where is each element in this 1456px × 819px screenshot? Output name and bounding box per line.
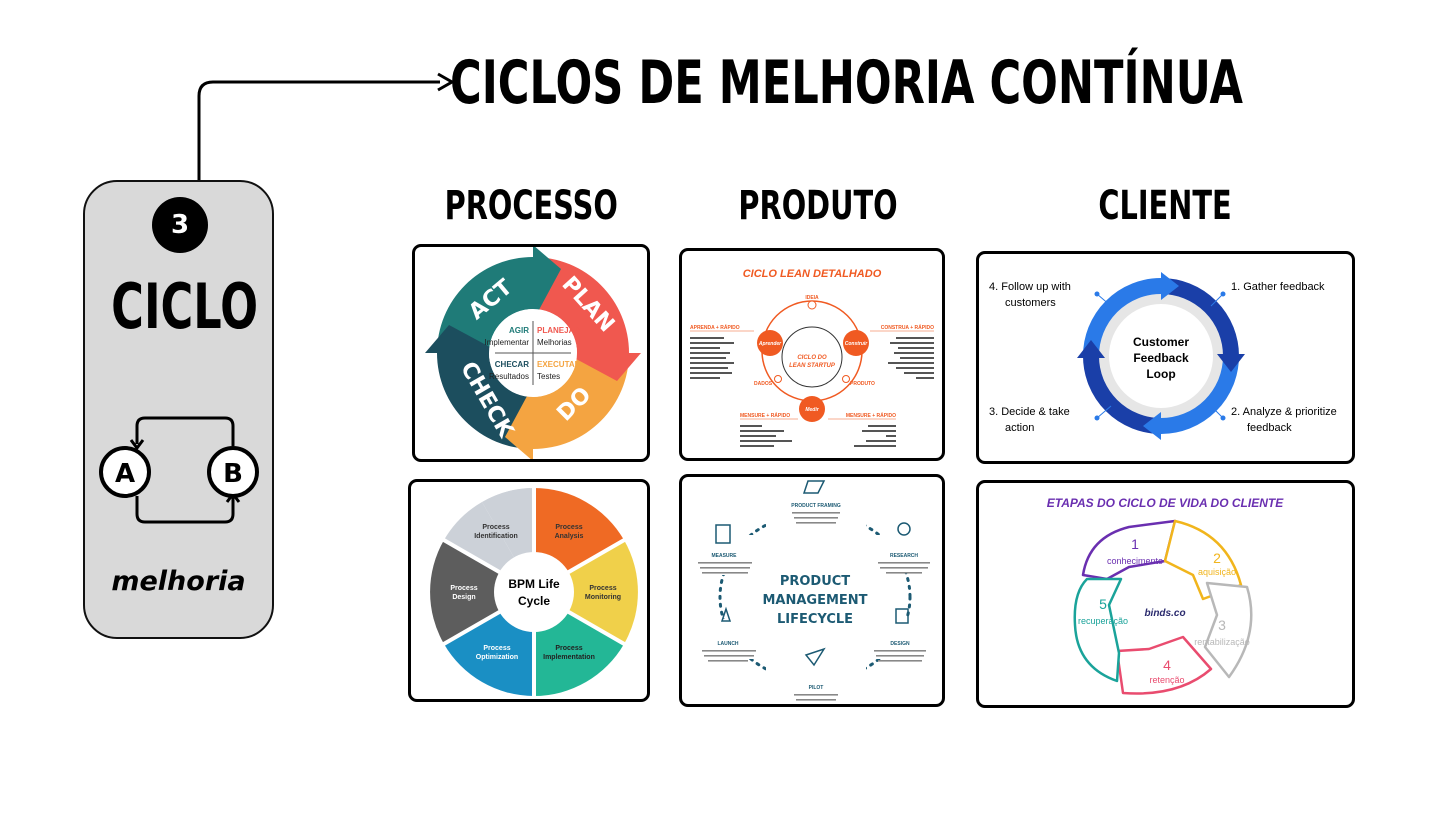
svg-text:1: 1 xyxy=(1131,536,1139,552)
svg-text:Construir: Construir xyxy=(845,341,869,347)
svg-text:APRENDA + RÁPIDO: APRENDA + RÁPIDO xyxy=(690,324,740,331)
svg-text:rentabilização: rentabilização xyxy=(1194,637,1250,647)
svg-text:LAUNCH: LAUNCH xyxy=(717,641,738,647)
svg-text:MENSURE + RÁPIDO: MENSURE + RÁPIDO xyxy=(740,412,790,419)
svg-text:AGIR: AGIR xyxy=(509,326,529,335)
svg-text:RESEARCH: RESEARCH xyxy=(890,553,918,559)
svg-text:IDEIA: IDEIA xyxy=(805,295,819,301)
svg-text:DESIGN: DESIGN xyxy=(890,641,910,647)
svg-text:retenção: retenção xyxy=(1149,675,1184,685)
svg-text:5: 5 xyxy=(1099,596,1107,612)
svg-text:Customer: Customer xyxy=(1133,335,1189,349)
product-lifecycle-panel: PRODUCT FRAMING RESEARCH DESIGN PILOT LA… xyxy=(679,474,945,707)
lean-startup-diagram: CICLO LEAN DETALHADO IDEIA Aprender Cons… xyxy=(690,268,934,447)
svg-text:CHECAR: CHECAR xyxy=(495,360,529,369)
svg-text:Analysis: Analysis xyxy=(555,533,584,540)
svg-text:2: 2 xyxy=(1213,550,1221,566)
node-a xyxy=(99,446,151,498)
svg-text:3. Decide & take: 3. Decide & take xyxy=(989,406,1070,418)
svg-text:action: action xyxy=(1005,422,1034,434)
svg-text:Process: Process xyxy=(482,524,509,531)
svg-text:feedback: feedback xyxy=(1247,422,1292,434)
side-card-title: CICLO xyxy=(111,270,259,343)
svg-text:MEASURE: MEASURE xyxy=(711,553,737,559)
svg-text:MENSURE + RÁPIDO: MENSURE + RÁPIDO xyxy=(846,412,896,419)
svg-text:Testes: Testes xyxy=(537,372,560,381)
svg-text:4: 4 xyxy=(1163,657,1171,673)
svg-text:BPM Life: BPM Life xyxy=(508,577,560,591)
svg-text:recuperação: recuperação xyxy=(1078,616,1128,626)
customer-lifecycle-diagram: ETAPAS DO CICLO DE VIDA DO CLIENTE binds… xyxy=(1047,496,1284,695)
node-a-label: A xyxy=(115,459,135,489)
svg-text:Implementation: Implementation xyxy=(543,654,595,661)
svg-text:PRODUCT FRAMING: PRODUCT FRAMING xyxy=(791,503,841,509)
svg-text:CICLO DO: CICLO DO xyxy=(797,355,827,361)
column-heading-cliente: CLIENTE xyxy=(1098,183,1232,229)
node-b xyxy=(207,446,259,498)
svg-text:binds.co: binds.co xyxy=(1144,608,1185,619)
svg-text:Process: Process xyxy=(450,585,477,592)
svg-text:PRODUCT: PRODUCT xyxy=(780,574,850,589)
svg-text:LEAN STARTUP: LEAN STARTUP xyxy=(789,363,836,369)
svg-text:PILOT: PILOT xyxy=(809,685,824,691)
svg-text:Design: Design xyxy=(452,594,475,601)
svg-text:Process: Process xyxy=(589,585,616,592)
column-heading-processo: PROCESSO xyxy=(444,183,618,229)
svg-text:PRODUTO: PRODUTO xyxy=(850,381,875,387)
svg-text:Resultados: Resultados xyxy=(489,372,529,381)
svg-text:MANAGEMENT: MANAGEMENT xyxy=(762,593,867,608)
svg-text:Feedback: Feedback xyxy=(1133,351,1189,365)
svg-text:conhecimento: conhecimento xyxy=(1107,556,1163,566)
customer-feedback-diagram: Customer Feedback Loop 4. Follow up with… xyxy=(989,272,1337,440)
product-lifecycle-diagram: PRODUCT FRAMING RESEARCH DESIGN PILOT LA… xyxy=(682,480,942,703)
svg-text:Process: Process xyxy=(555,524,582,531)
ab-cycle-diagram: A B xyxy=(99,416,259,524)
svg-text:Aprender: Aprender xyxy=(758,341,782,347)
svg-text:Melhorias: Melhorias xyxy=(537,338,572,347)
svg-text:Process: Process xyxy=(555,645,582,652)
pdca-diagram: ACT PLAN DO CHECK AGIR Implementar PLANE… xyxy=(425,247,641,459)
svg-text:Optimization: Optimization xyxy=(476,654,518,661)
svg-text:Medir: Medir xyxy=(805,407,819,413)
svg-text:Identification: Identification xyxy=(474,533,518,540)
page-title: CICLOS DE MELHORIA CONTÍNUA xyxy=(450,48,1243,118)
svg-text:1. Gather feedback: 1. Gather feedback xyxy=(1231,281,1325,293)
lean-startup-panel: CICLO LEAN DETALHADO IDEIA Aprender Cons… xyxy=(679,248,945,461)
svg-text:aquisição: aquisição xyxy=(1198,567,1236,577)
svg-text:EXECUTAR: EXECUTAR xyxy=(537,360,581,369)
customer-lifecycle-panel: ETAPAS DO CICLO DE VIDA DO CLIENTE binds… xyxy=(976,480,1355,708)
svg-text:Implementar: Implementar xyxy=(485,338,530,347)
step-badge: 3 xyxy=(152,197,208,253)
pdca-panel: ACT PLAN DO CHECK AGIR Implementar PLANE… xyxy=(412,244,650,462)
svg-text:3: 3 xyxy=(1218,617,1226,633)
svg-text:CONSTRUA + RÁPIDO: CONSTRUA + RÁPIDO xyxy=(881,324,934,331)
column-heading-produto: PRODUTO xyxy=(738,183,898,229)
svg-text:ETAPAS DO CICLO DE VIDA DO CLI: ETAPAS DO CICLO DE VIDA DO CLIENTE xyxy=(1047,496,1284,510)
svg-text:DADOS: DADOS xyxy=(754,381,773,387)
node-b-label: B xyxy=(223,459,243,489)
svg-text:LIFECYCLE: LIFECYCLE xyxy=(777,612,853,627)
svg-text:Loop: Loop xyxy=(1146,367,1175,381)
svg-text:Process: Process xyxy=(483,645,510,652)
customer-feedback-panel: Customer Feedback Loop 4. Follow up with… xyxy=(976,251,1355,464)
svg-text:PLANEJAR: PLANEJAR xyxy=(537,326,580,335)
svg-text:Cycle: Cycle xyxy=(518,594,550,608)
svg-text:2. Analyze & prioritize: 2. Analyze & prioritize xyxy=(1231,406,1337,418)
svg-text:CICLO LEAN DETALHADO: CICLO LEAN DETALHADO xyxy=(743,268,882,280)
side-card-footer: melhoria xyxy=(111,566,246,597)
svg-text:4. Follow up with: 4. Follow up with xyxy=(989,281,1071,293)
svg-text:customers: customers xyxy=(1005,297,1056,309)
side-card: 3 CICLO A B melhoria xyxy=(83,180,274,639)
svg-text:Monitoring: Monitoring xyxy=(585,594,621,601)
